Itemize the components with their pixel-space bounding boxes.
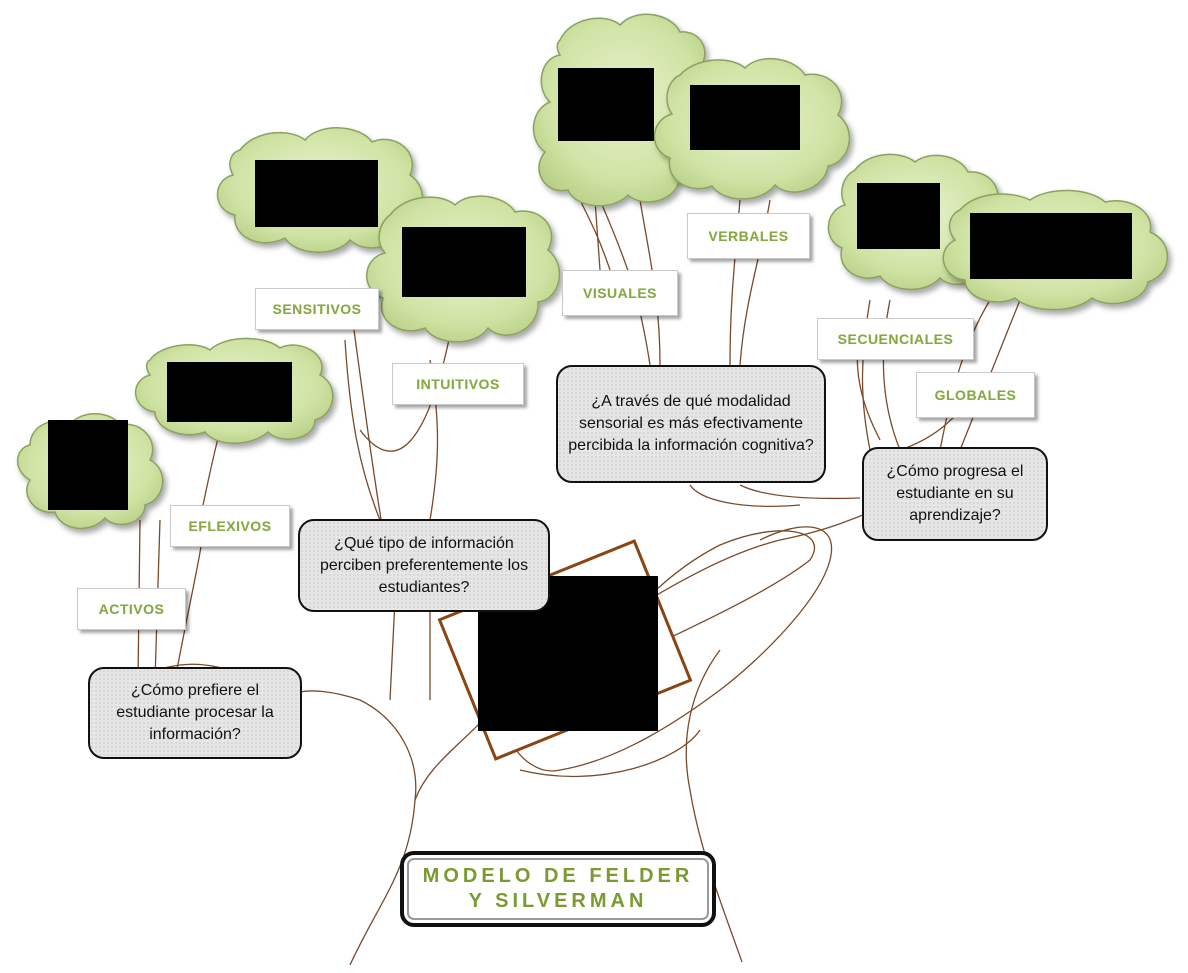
redaction-block — [558, 68, 654, 141]
tag-intuitivos: INTUITIVOS — [392, 363, 524, 405]
redaction-block — [690, 85, 800, 150]
tag-visuales: VISUALES — [562, 270, 678, 316]
title-line-1: MODELO DE FELDER — [422, 865, 694, 887]
title-line-2: Y SILVERMAN — [468, 890, 648, 912]
question-modalidad: ¿A través de qué modalidad sensorial es … — [556, 365, 826, 483]
redaction-block — [48, 420, 128, 510]
question-procesar: ¿Cómo prefiere el estudiante procesar la… — [88, 667, 302, 759]
tag-reflexivos: EFLEXIVOS — [170, 505, 290, 547]
redaction-block — [255, 160, 378, 227]
redaction-block — [970, 213, 1132, 279]
tag-verbales: VERBALES — [687, 213, 810, 259]
redaction-block — [857, 183, 940, 249]
question-informacion: ¿Qué tipo de información perciben prefer… — [298, 519, 550, 612]
redaction-block — [167, 362, 292, 422]
tag-sensitivos: SENSITIVOS — [255, 288, 379, 330]
tag-globales: GLOBALES — [916, 372, 1035, 418]
redaction-block — [402, 227, 526, 297]
tag-activos: ACTIVOS — [77, 588, 186, 630]
diagram-title: MODELO DE FELDER Y SILVERMAN — [400, 851, 716, 927]
tag-secuenciales: SECUENCIALES — [817, 318, 974, 360]
question-progresa: ¿Cómo progresa el estudiante en su apren… — [862, 447, 1048, 541]
